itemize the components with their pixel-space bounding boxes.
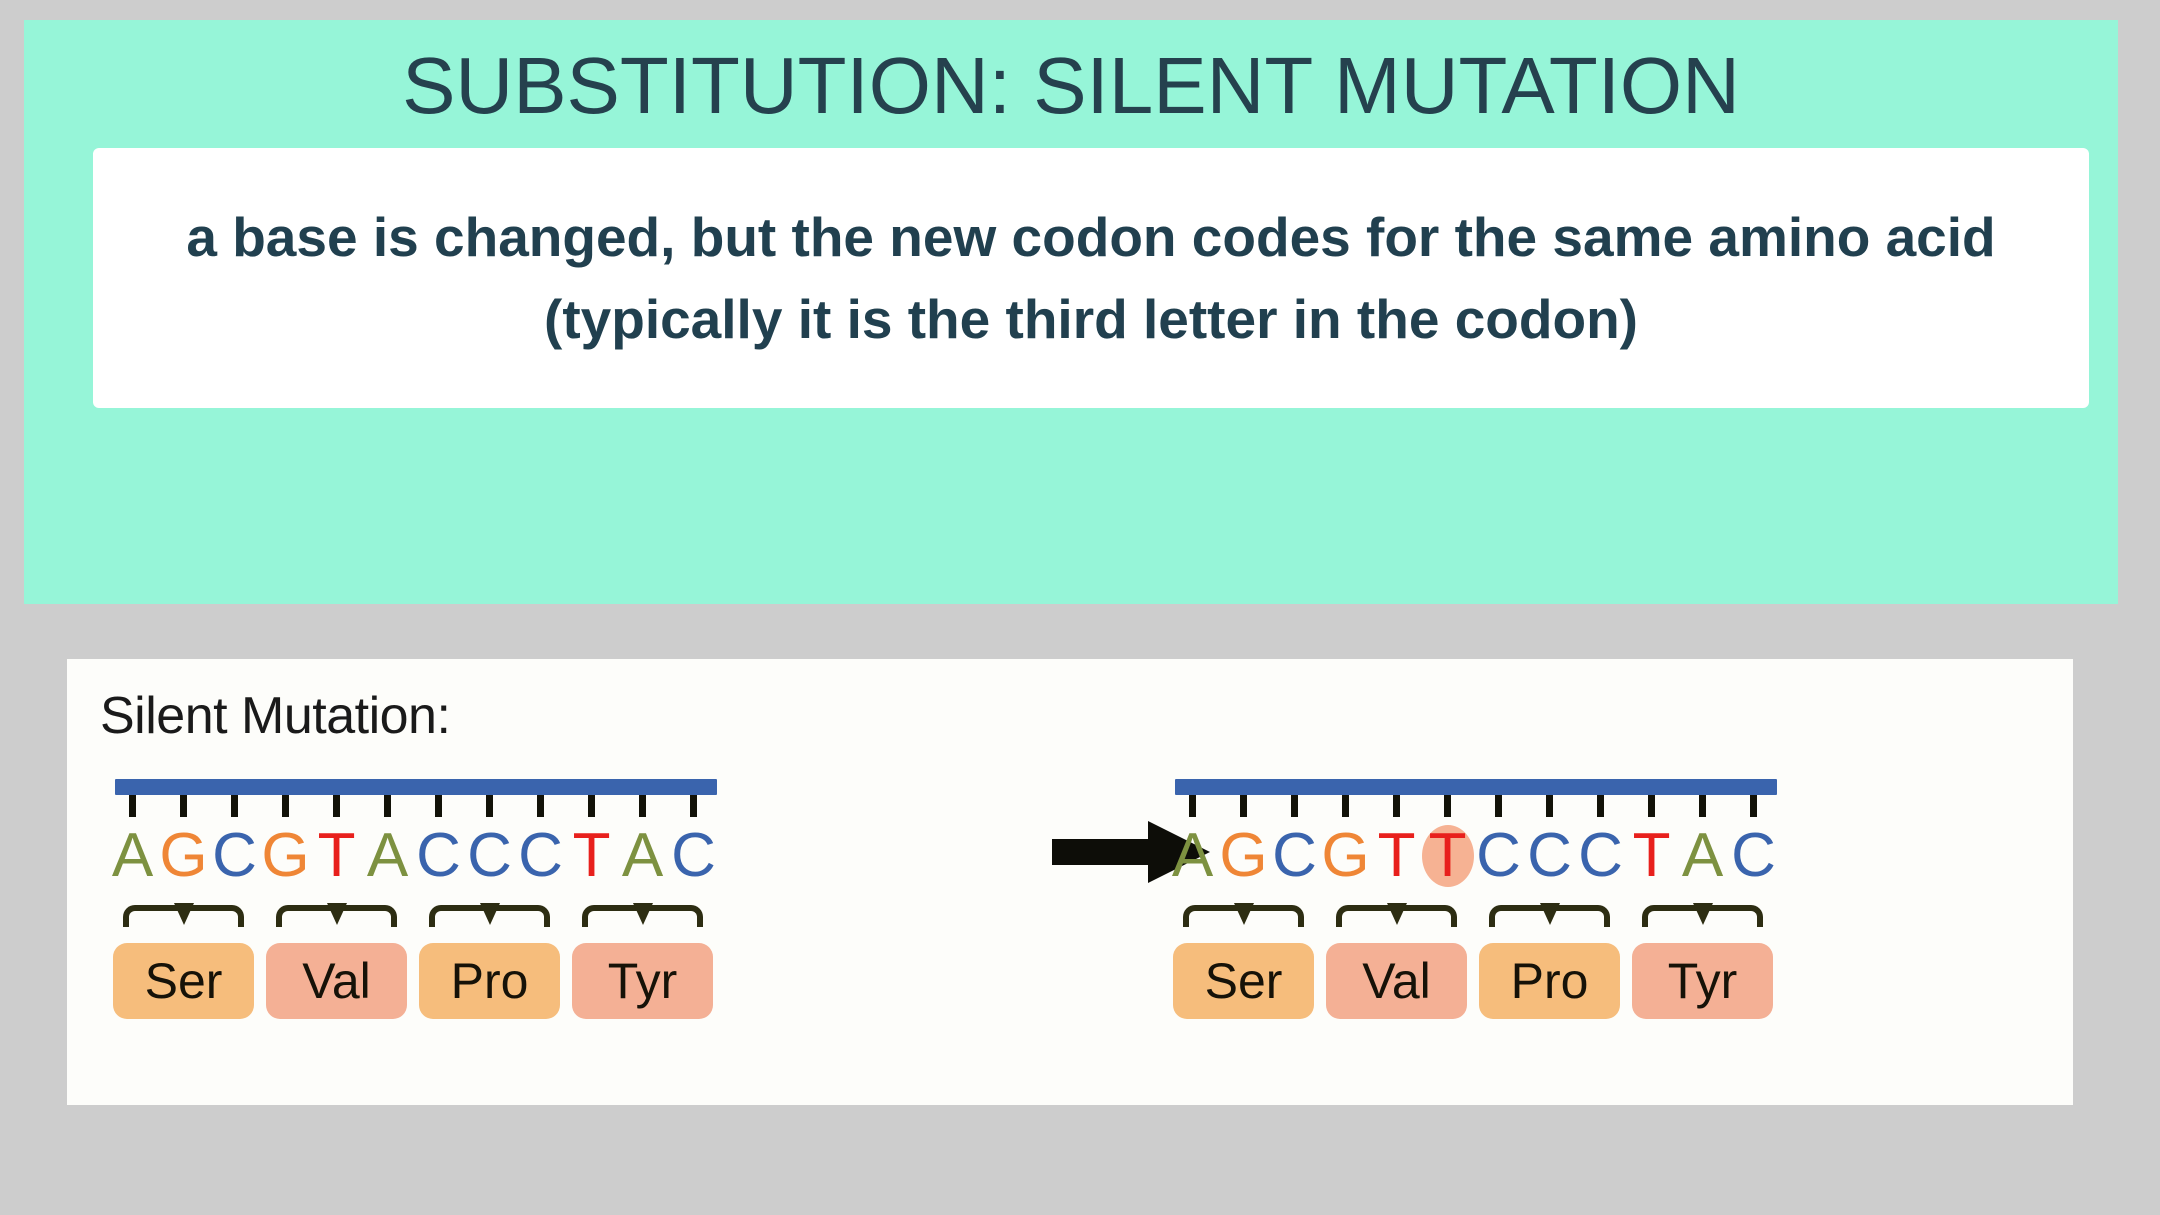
page-title: SUBSTITUTION: SILENT MUTATION bbox=[402, 41, 1740, 130]
base-tick bbox=[566, 795, 617, 821]
base-tick bbox=[1422, 795, 1473, 821]
amino-acid-cell: Pro bbox=[413, 943, 566, 1019]
mutated-base: T bbox=[1422, 819, 1473, 893]
base-letter: C bbox=[1527, 821, 1572, 890]
base-tick bbox=[158, 795, 209, 821]
description-box: a base is changed, but the new codon cod… bbox=[93, 148, 2089, 408]
base-letter: G bbox=[1321, 821, 1370, 890]
amino-acid-pill: Val bbox=[266, 943, 407, 1019]
codon-bracket bbox=[107, 895, 260, 941]
tick-row-after bbox=[1167, 795, 1779, 821]
base-tick bbox=[1371, 795, 1422, 821]
base-letter: C bbox=[671, 821, 716, 890]
codon-bracket bbox=[260, 895, 413, 941]
base-tick bbox=[1473, 795, 1524, 821]
description-text: a base is changed, but the new codon cod… bbox=[186, 205, 1996, 351]
dna-backbone-before bbox=[115, 779, 717, 795]
base-letter: A bbox=[1681, 821, 1724, 890]
codon-bracket bbox=[1473, 895, 1626, 941]
amino-acid-pill: Pro bbox=[1479, 943, 1620, 1019]
amino-acid-cell: Ser bbox=[1167, 943, 1320, 1019]
base-tick bbox=[311, 795, 362, 821]
amino-acid-pill: Ser bbox=[1173, 943, 1314, 1019]
base-letter: G bbox=[1219, 821, 1268, 890]
base-letter: C bbox=[1272, 821, 1317, 890]
base-letter: T bbox=[1632, 821, 1671, 890]
base-tick bbox=[260, 795, 311, 821]
amino-acid-cell: Val bbox=[260, 943, 413, 1019]
diagram-label: Silent Mutation: bbox=[100, 687, 451, 745]
title-panel: SUBSTITUTION: SILENT MUTATION a base is … bbox=[24, 20, 2118, 604]
tick-row-before bbox=[107, 795, 719, 821]
right-arrow-icon bbox=[1052, 821, 1210, 883]
base-tick bbox=[1218, 795, 1269, 821]
base-letter: C bbox=[1476, 821, 1521, 890]
base-letter: C bbox=[518, 821, 563, 890]
base-tick bbox=[107, 795, 158, 821]
base-tick bbox=[1677, 795, 1728, 821]
base-tick bbox=[209, 795, 260, 821]
base-tick bbox=[1575, 795, 1626, 821]
amino-acid-pill: Val bbox=[1326, 943, 1467, 1019]
base-tick bbox=[362, 795, 413, 821]
base-tick bbox=[413, 795, 464, 821]
codon-bracket bbox=[566, 895, 719, 941]
base-letter: C bbox=[212, 821, 257, 890]
base-tick bbox=[1524, 795, 1575, 821]
codon-bracket bbox=[1320, 895, 1473, 941]
codon-bracket-row-after bbox=[1167, 895, 1779, 941]
amino-acid-cell: Val bbox=[1320, 943, 1473, 1019]
base-letter: T bbox=[317, 821, 356, 890]
codon-bracket bbox=[1626, 895, 1779, 941]
base-tick bbox=[1728, 795, 1779, 821]
dna-backbone-after bbox=[1175, 779, 1777, 795]
base-letter: C bbox=[1731, 821, 1776, 890]
amino-acid-pill: Tyr bbox=[572, 943, 713, 1019]
base-tick bbox=[1167, 795, 1218, 821]
base-letter: A bbox=[366, 821, 409, 890]
amino-acid-cell: Tyr bbox=[566, 943, 719, 1019]
base-letter: C bbox=[416, 821, 461, 890]
codon-bracket bbox=[1167, 895, 1320, 941]
base-letter: T bbox=[572, 821, 611, 890]
amino-acid-pill: Tyr bbox=[1632, 943, 1773, 1019]
base-letter: G bbox=[261, 821, 310, 890]
base-tick bbox=[668, 795, 719, 821]
amino-acid-cell: Ser bbox=[107, 943, 260, 1019]
amino-acid-pill: Ser bbox=[113, 943, 254, 1019]
codon-bracket bbox=[413, 895, 566, 941]
base-tick bbox=[464, 795, 515, 821]
base-letter: A bbox=[1171, 821, 1214, 890]
base-letter: C bbox=[1578, 821, 1623, 890]
base-letter: A bbox=[621, 821, 664, 890]
amino-acid-cell: Tyr bbox=[1626, 943, 1779, 1019]
base-tick bbox=[1320, 795, 1371, 821]
base-tick bbox=[1626, 795, 1677, 821]
base-letter: C bbox=[467, 821, 512, 890]
amino-acid-pill: Pro bbox=[419, 943, 560, 1019]
base-letter: T bbox=[1377, 821, 1416, 890]
base-letter: A bbox=[111, 821, 154, 890]
base-tick bbox=[515, 795, 566, 821]
base-letter: G bbox=[159, 821, 208, 890]
codon-bracket-row-before bbox=[107, 895, 719, 941]
base-tick bbox=[1269, 795, 1320, 821]
amino-acid-cell: Pro bbox=[1473, 943, 1626, 1019]
base-tick bbox=[617, 795, 668, 821]
